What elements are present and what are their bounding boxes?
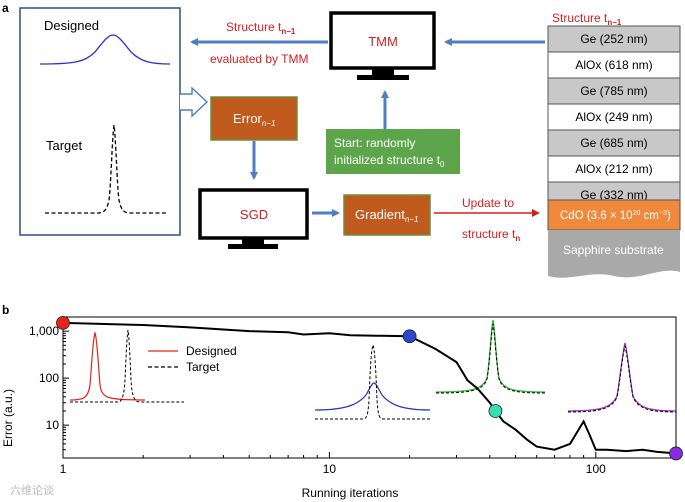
layer-label-3: AlOx (249 nm) bbox=[575, 110, 652, 124]
layer-4 bbox=[547, 129, 681, 157]
substrate-label: Sapphire substrate bbox=[563, 243, 664, 257]
update-label-2: structure tn bbox=[462, 227, 520, 243]
layer-3 bbox=[547, 103, 681, 131]
panel-a-label: a bbox=[2, 1, 9, 15]
layer-label-1: AlOx (618 nm) bbox=[575, 58, 652, 72]
gradient-box bbox=[343, 194, 431, 236]
start-line-1: Start: randomly bbox=[334, 136, 415, 150]
layer-label-4: Ge (685 nm) bbox=[580, 136, 647, 150]
layer-1 bbox=[547, 51, 681, 79]
layer-stack: Ge (252 nm) AlOx (618 nm) Ge (785 nm) AlOx … bbox=[547, 25, 681, 209]
tmm-monitor: TMM bbox=[329, 11, 436, 80]
target-curve bbox=[45, 124, 168, 214]
inset-green bbox=[435, 319, 546, 394]
x-tick-label: 10 bbox=[323, 462, 337, 476]
watermark: 六维论谈 bbox=[10, 483, 54, 497]
iteration-marker-0 bbox=[56, 315, 70, 330]
inset-red bbox=[69, 329, 184, 403]
sapphire-substrate bbox=[548, 230, 680, 278]
y-tick-label: 100 bbox=[39, 371, 59, 385]
y-axis-label: Error (a.u.) bbox=[1, 389, 15, 447]
error-label: Errorn−1 bbox=[233, 111, 275, 128]
iteration-marker-2 bbox=[488, 404, 503, 418]
y-tick-label: 1,000 bbox=[29, 324, 59, 338]
x-tick-label: 100 bbox=[586, 462, 606, 476]
spectra-box bbox=[19, 7, 181, 236]
x-tick-label: 1 bbox=[60, 462, 67, 476]
layer-label-5: AlOx (212 nm) bbox=[575, 162, 652, 176]
start-box bbox=[326, 129, 460, 174]
iteration-marker-3 bbox=[669, 446, 683, 461]
plot-axes: 1 10 100 1,000 100 10 bbox=[29, 316, 677, 476]
designed-label: Designed bbox=[44, 18, 99, 33]
structure-label-left: Structure tn−1 bbox=[226, 20, 296, 36]
inset-blue bbox=[314, 343, 431, 420]
sgd-label: SGD bbox=[240, 207, 268, 222]
start-line-2: initialized structure t0 bbox=[334, 153, 445, 169]
layer-label-2: Ge (785 nm) bbox=[580, 84, 647, 98]
evaluated-label: evaluated by TMM bbox=[210, 52, 309, 66]
layer-label-0: Ge (252 nm) bbox=[580, 32, 647, 46]
sgd-monitor: SGD bbox=[198, 188, 309, 249]
update-label-1: Update to bbox=[462, 196, 514, 210]
legend-target: Target bbox=[186, 360, 220, 374]
designed-curve bbox=[39, 34, 171, 65]
error-box bbox=[210, 96, 298, 141]
target-label: Target bbox=[46, 138, 83, 153]
iteration-markers bbox=[56, 315, 683, 461]
plot-frame bbox=[62, 316, 677, 459]
inset-purple bbox=[567, 342, 677, 413]
panel-b-label: b bbox=[2, 303, 9, 317]
layer-0 bbox=[547, 25, 681, 53]
cdo-label: CdO (3.6 × 1020 cm−3) bbox=[560, 210, 671, 222]
y-tick-label: 10 bbox=[46, 418, 60, 432]
stack-title: Structure tn−1 bbox=[552, 11, 622, 27]
layer-label-6: Ge (332 nm) bbox=[580, 188, 647, 202]
legend: Designed Target bbox=[148, 344, 237, 374]
gradient-label: Gradientn−1 bbox=[355, 207, 418, 224]
tmm-label: TMM bbox=[368, 34, 398, 49]
x-axis-label: Running iterations bbox=[302, 486, 399, 500]
legend-designed: Designed bbox=[186, 344, 237, 358]
layer-5 bbox=[547, 155, 681, 183]
hollow-arrow bbox=[180, 86, 209, 118]
iteration-marker-1 bbox=[402, 329, 417, 344]
